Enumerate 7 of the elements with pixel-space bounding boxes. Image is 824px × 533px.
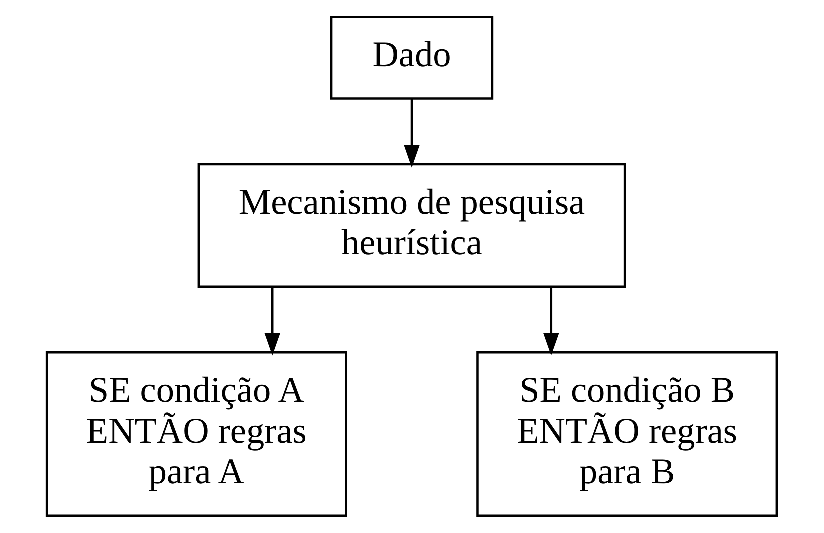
arrow xyxy=(404,99,420,168)
node-box: Mecanismo de pesquisa heurística xyxy=(198,163,626,288)
node-box: SE condição B ENTÃO regras para B xyxy=(476,352,778,517)
arrow xyxy=(264,287,281,356)
node-box: SE condição A ENTÃO regras para A xyxy=(46,352,348,517)
node-box: Dado xyxy=(330,16,494,100)
arrow xyxy=(543,287,560,356)
